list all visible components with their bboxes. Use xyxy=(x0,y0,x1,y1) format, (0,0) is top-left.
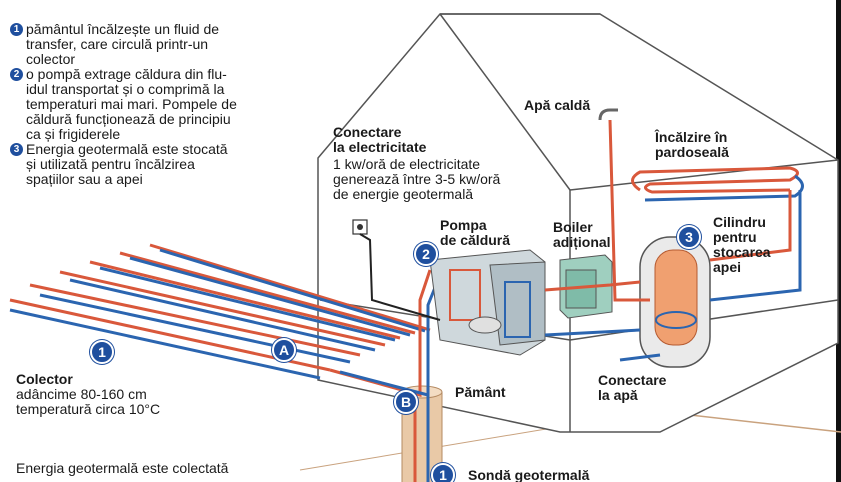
collector-coils xyxy=(9,243,431,380)
collector-hot xyxy=(9,243,431,372)
label-boiler-aditional: Boiler adițional xyxy=(553,219,611,250)
pipe-floor-return xyxy=(709,190,802,302)
badge-b: B xyxy=(394,390,418,414)
pipe-pump-cylinder-cold xyxy=(544,328,641,337)
cylinder-inner xyxy=(654,249,698,346)
badge-1-collector: 1 xyxy=(90,340,114,364)
pipe-floor-feed xyxy=(709,190,792,262)
step-number-badge: 2 xyxy=(10,68,23,81)
label-sonda-geotermala: Sondă geotermală xyxy=(468,467,590,482)
step-text: Energia geotermală este stocată și utili… xyxy=(26,141,228,187)
electric-socket xyxy=(352,219,441,321)
label-pamant: Pământ xyxy=(455,384,506,400)
house-pipes xyxy=(544,119,802,362)
label-conectare-apa: Conectare la apă xyxy=(598,372,667,403)
step-number-badge: 1 xyxy=(10,23,23,36)
compressor xyxy=(468,316,502,334)
badge-3-cylinder: 3 xyxy=(677,225,701,249)
badge-a: A xyxy=(272,338,296,362)
label-energia-colectata: Energia geotermală este colectată xyxy=(16,460,229,476)
step-item: 1 pământul încălzește un fluid de transf… xyxy=(10,22,310,67)
floor-coil-hot xyxy=(631,166,799,194)
step-item: 2 o pompă extrage căldura din flu- idul … xyxy=(10,67,310,142)
step-text: o pompă extrage căldura din flu- idul tr… xyxy=(26,66,237,142)
hot-water-tap xyxy=(598,108,618,121)
floor-coil-cold xyxy=(644,174,804,202)
label-conectare-electricitate: Conectare la electricitate xyxy=(333,124,427,155)
heat-pump-unit xyxy=(429,249,546,356)
label-pompa-caldura: Pompa de căldură xyxy=(440,217,511,248)
label-conectare-desc: 1 kw/oră de electricitate generează într… xyxy=(333,156,501,202)
pipe-pump-cylinder-hot xyxy=(544,280,641,292)
step-number-badge: 3 xyxy=(10,143,23,156)
heat-pump-side xyxy=(489,261,546,346)
step-text: pământul încălzește un fluid de transfer… xyxy=(26,21,220,67)
label-colector: Colector xyxy=(16,371,73,387)
badge-2-pump: 2 xyxy=(414,242,438,266)
floor-heating-coil xyxy=(631,166,804,202)
roof-edge-right xyxy=(569,159,839,191)
collector-cold xyxy=(9,248,426,380)
step-list: 1 pământul încălzește un fluid de transf… xyxy=(10,22,310,187)
label-incalzire-pardoseala: Încălzire în pardoseală xyxy=(655,129,729,160)
badge-1-borehole: 1 xyxy=(431,463,455,482)
label-colector-desc: adâncime 80-160 cm temperatură circa 10°… xyxy=(16,386,161,417)
storage-cylinder xyxy=(639,236,711,368)
heat-pump-coil-2 xyxy=(504,281,531,338)
pipe-hot-water xyxy=(608,119,650,302)
pipe-water-in xyxy=(619,353,661,362)
heat-pump-coil xyxy=(449,269,481,321)
roof-edge xyxy=(439,13,571,191)
cylinder-coil xyxy=(655,311,697,329)
label-cilindru: Cilindru pentru stocarea apei xyxy=(713,214,771,275)
label-apa-calda: Apă caldă xyxy=(524,97,591,113)
step-item: 3 Energia geotermală este stocată și uti… xyxy=(10,142,310,187)
